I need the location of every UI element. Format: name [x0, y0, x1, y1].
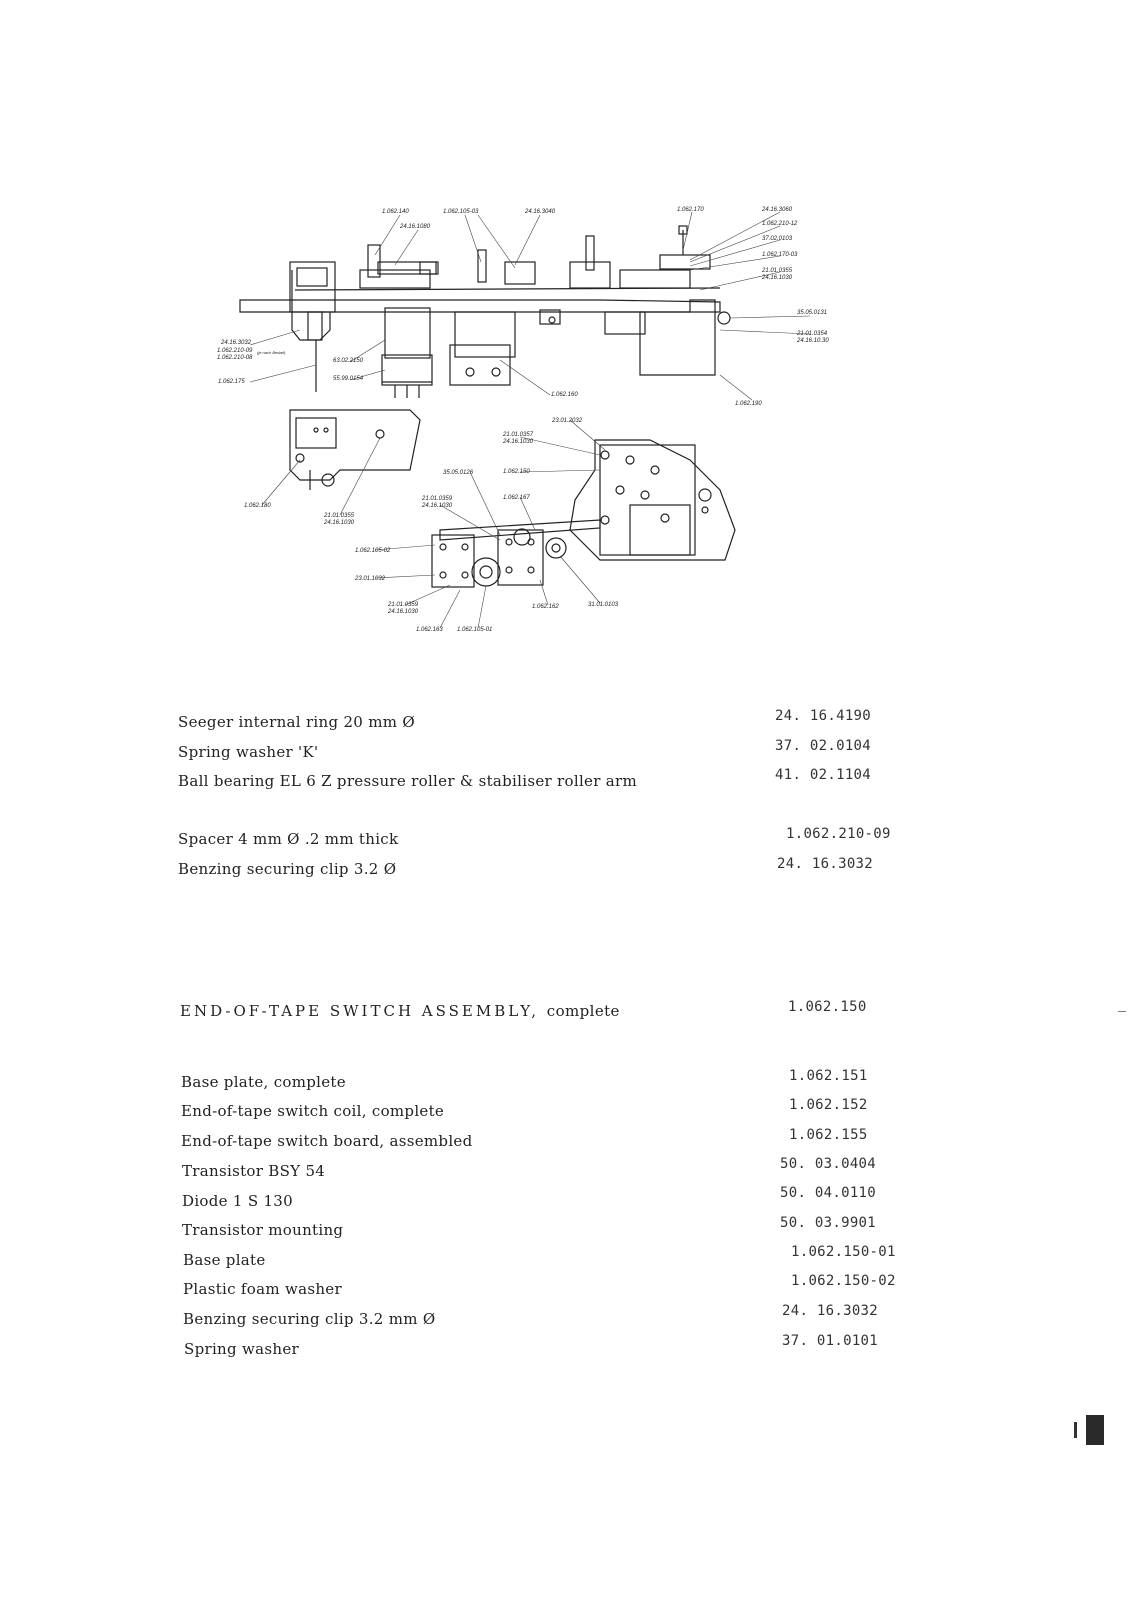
part-description: Spring washer	[184, 1340, 299, 1358]
part-description: End-of-tape switch board, assembled	[181, 1132, 473, 1150]
callout-label: 1.062.105-02	[355, 548, 391, 554]
callout-label: 24.16.10.30	[796, 338, 829, 344]
callout-label: 21.01.0357	[502, 432, 534, 438]
callout-label: 1.062.162	[532, 604, 559, 610]
part-number: 1.062.150-02	[791, 1273, 896, 1289]
callout-label: 1.062.210-09	[217, 348, 253, 354]
callout-label: 21.01.0359	[387, 602, 419, 608]
callout-label: 1.062.170	[677, 207, 704, 213]
scan-edge-mark	[1118, 1011, 1126, 1012]
part-number: 1.062.150-01	[791, 1244, 896, 1260]
part-number: 50. 03.9901	[780, 1215, 877, 1231]
part-description: Transistor mounting	[182, 1221, 344, 1239]
part-number: 24. 16.4190	[775, 708, 872, 724]
callout-label: 35.05.0131	[797, 310, 827, 316]
callout-label: 24.16.1030	[323, 520, 355, 526]
callout-label: 1.062.140	[382, 209, 409, 215]
callout-label: 24.16.3040	[524, 209, 556, 215]
callout-label: 24.16.1030	[421, 503, 453, 509]
part-description: Base plate, complete	[181, 1073, 346, 1091]
callout-label: 1.062.180	[244, 503, 271, 509]
part-number: 1.062.155	[789, 1127, 868, 1143]
assembly-title: END-OF-TAPE SWITCH ASSEMBLY,	[180, 1002, 539, 1020]
part-number: 41. 02.1104	[775, 767, 872, 783]
callout-label: 24.16.1030	[502, 439, 534, 445]
part-description: Benzing securing clip 3.2 mm Ø	[183, 1310, 436, 1328]
part-description: Spring washer 'K'	[178, 743, 319, 761]
part-description: Ball bearing EL 6 Z pressure roller & st…	[178, 772, 638, 790]
part-description: Benzing securing clip 3.2 Ø	[178, 860, 397, 878]
part-number: 37. 02.0104	[775, 738, 872, 754]
callout-label: (je nach Bedarf)	[257, 350, 286, 355]
callout-label: 1.062.167	[503, 495, 530, 501]
callout-label: 55.99.0154	[333, 376, 364, 382]
page-edge-tick	[1074, 1422, 1077, 1438]
callout-label: 21.01.0354	[796, 331, 828, 337]
callout-label: 24.16.3032	[220, 340, 252, 346]
callout-label: 31.01.0103	[588, 602, 619, 608]
exploded-view-drawing: 1.062.140 24.16.1080 1.062.105-03 24.16.…	[217, 207, 829, 633]
callout-label: 1.062.210-12	[762, 221, 798, 227]
part-description: Base plate	[183, 1251, 266, 1269]
part-description: Seeger internal ring 20 mm Ø	[178, 713, 415, 731]
part-number: 1.062.151	[789, 1068, 868, 1084]
part-description: Spacer 4 mm Ø .2 mm thick	[178, 830, 399, 848]
callout-label: 1.062.150	[503, 469, 530, 475]
assembly-part-number: 1.062.150	[788, 999, 867, 1015]
assembly-heading: END-OF-TAPE SWITCH ASSEMBLY, complete	[180, 1002, 620, 1020]
part-number: 24. 16.3032	[782, 1303, 879, 1319]
callout-label: 23.01.1032	[354, 576, 386, 582]
callout-label: 1.062.105-01	[457, 627, 492, 633]
callout-label: 1.062.175	[218, 379, 245, 385]
callout-label: 21.01.0359	[421, 496, 453, 502]
callout-label: 21.01.0355	[761, 268, 793, 274]
callout-label: 23.01.2032	[551, 418, 583, 424]
part-description: End-of-tape switch coil, complete	[181, 1102, 445, 1120]
callout-label: 1.062.210-08	[217, 355, 253, 361]
callout-label: 1.062.160	[551, 392, 578, 398]
callout-label: 21.01.0355	[323, 513, 355, 519]
callout-label: 24.16.3060	[761, 207, 793, 213]
callout-label: 37.02.0103	[762, 236, 793, 242]
page-index-tab	[1086, 1415, 1104, 1445]
callout-label: 24.16.1080	[399, 224, 431, 230]
callout-label: 1.062.163	[416, 627, 443, 633]
part-description: Diode 1 S 130	[182, 1192, 293, 1210]
part-number: 1.062.152	[789, 1097, 868, 1113]
callout-label: 24.16.1030	[387, 609, 419, 615]
assembly-title-suffix: complete	[546, 1002, 620, 1020]
part-description: Transistor BSY 54	[182, 1162, 326, 1180]
part-number: 1.062.210-09	[786, 826, 891, 842]
part-number: 24. 16.3032	[777, 856, 874, 872]
part-description: Plastic foam washer	[183, 1280, 342, 1298]
callout-label: 1.062.105-03	[443, 209, 479, 215]
callout-label: 63.02.2150	[333, 358, 364, 364]
callout-label: 1.062.190	[735, 401, 762, 407]
callout-label: 35.05.0126	[443, 470, 474, 476]
part-number: 50. 03.0404	[780, 1156, 877, 1172]
part-number: 50. 04.0110	[780, 1185, 877, 1201]
callout-label: 1.062.170-03	[762, 252, 798, 258]
callout-label: 24.16.1030	[761, 275, 793, 281]
part-number: 37. 01.0101	[782, 1333, 879, 1349]
